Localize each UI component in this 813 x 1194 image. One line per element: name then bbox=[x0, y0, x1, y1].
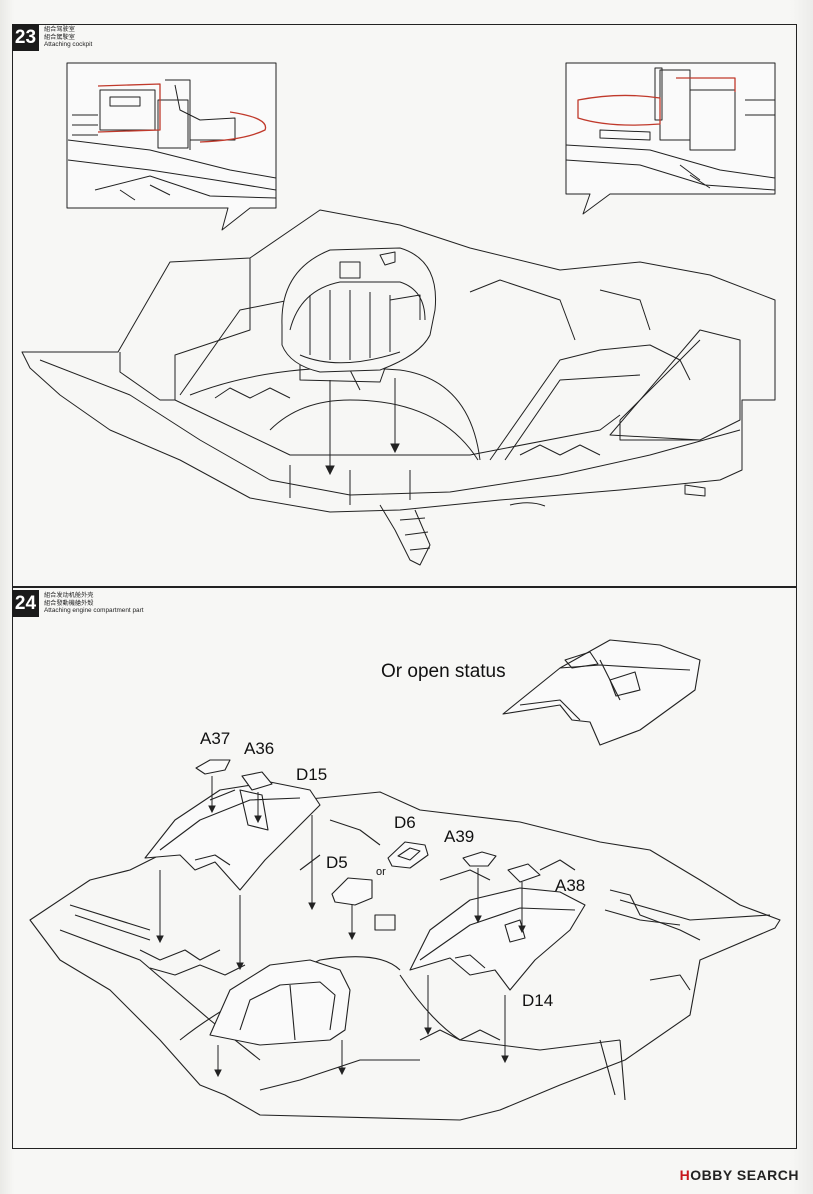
part-d15 bbox=[144, 781, 321, 891]
part-a38 bbox=[507, 863, 541, 883]
part-a36 bbox=[241, 771, 273, 791]
open-status-part bbox=[502, 639, 701, 746]
part-label-a37: A37 bbox=[200, 729, 231, 748]
part-d5 bbox=[331, 877, 373, 906]
part-d6 bbox=[387, 841, 429, 869]
cockpit-part bbox=[281, 247, 437, 383]
assembly-arrows-23 bbox=[325, 378, 400, 476]
part-label-d15: D15 bbox=[296, 765, 328, 784]
step-24-caption-cn2: 組合發動機艙外殼 bbox=[44, 599, 94, 607]
step-23-caption: 組合驾驶室 組合駕駛室 Attaching cockpit bbox=[44, 26, 92, 49]
part-label-a39: A39 bbox=[444, 827, 475, 846]
hull-assembly bbox=[21, 209, 776, 566]
step-23-caption-en: Attaching cockpit bbox=[44, 41, 93, 48]
part-label-a38: A38 bbox=[555, 876, 586, 895]
step-number-24: 24 bbox=[12, 590, 39, 617]
step-23-panel bbox=[12, 24, 797, 587]
part-label-d5: D5 bbox=[326, 853, 348, 872]
or-label: or bbox=[376, 866, 386, 878]
hobby-search-watermark: HOBBY SEARCH bbox=[679, 1167, 799, 1183]
part-a39 bbox=[462, 851, 497, 867]
step-24-panel bbox=[12, 587, 797, 1149]
step-23-caption-cn1: 組合驾驶室 bbox=[44, 26, 75, 33]
cockpit-detail-callout-left bbox=[66, 62, 277, 231]
step-24-caption: 組合发动机舱外壳 組合發動機艙外殼 Attaching engine compa… bbox=[44, 592, 143, 615]
part-label-a36: A36 bbox=[244, 739, 275, 758]
part-label-d6: D6 bbox=[394, 813, 416, 832]
assembly-arrows-24 bbox=[156, 776, 526, 1078]
step-23-caption-cn2: 組合駕駛室 bbox=[44, 33, 75, 41]
canopy-frame bbox=[209, 959, 351, 1046]
part-a37 bbox=[195, 759, 231, 775]
part-d14 bbox=[409, 887, 586, 991]
step-24-caption-en: Attaching engine compartment part bbox=[44, 607, 144, 614]
cockpit-detail-callout-right bbox=[565, 62, 776, 215]
step-number-23: 23 bbox=[12, 24, 39, 51]
open-status-label: Or open status bbox=[381, 661, 506, 682]
step-24-caption-cn1: 組合发动机舱外壳 bbox=[44, 592, 94, 599]
hull-base-24 bbox=[29, 791, 781, 1121]
part-label-d14: D14 bbox=[522, 991, 554, 1010]
